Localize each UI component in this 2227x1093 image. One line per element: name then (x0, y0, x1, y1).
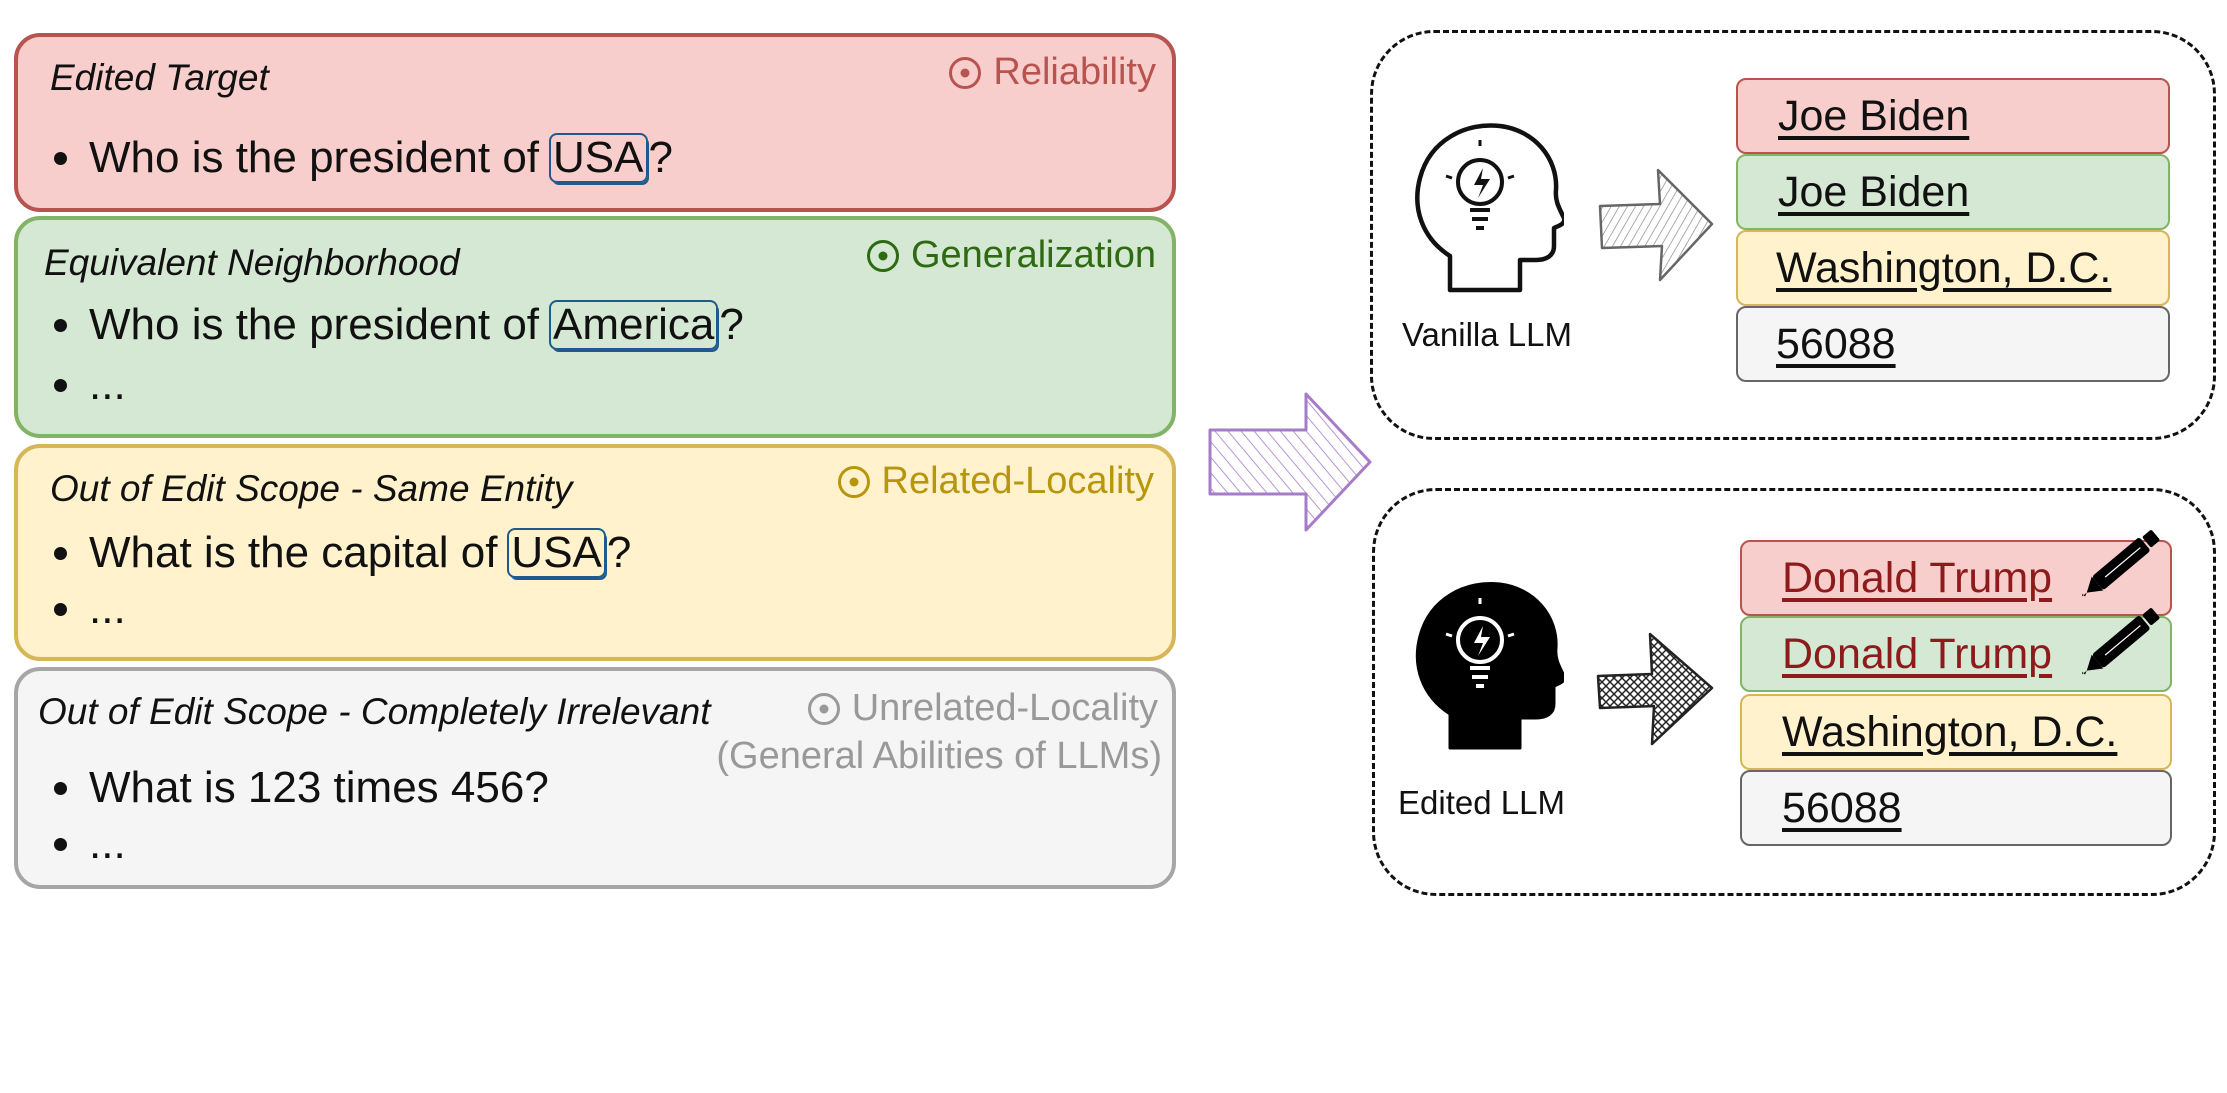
list-item: ... (54, 360, 126, 410)
bullet-icon (54, 546, 67, 560)
target-icon (866, 239, 899, 272)
panel-title: Out of Edit Scope - Completely Irrelevan… (38, 691, 711, 732)
bullet-icon (54, 378, 67, 392)
ellipsis-text: ... (89, 819, 126, 868)
head-lightbulb-filled-icon (1415, 581, 1564, 750)
panel-title: Equivalent Neighborhood (44, 242, 460, 283)
arrow-right-icon (1596, 632, 1714, 746)
edited-answer-unrelated-locality: 56088 (1740, 770, 2172, 846)
entity-highlight: America (549, 300, 719, 351)
answer-related-locality: Washington, D.C. (1736, 230, 2170, 306)
vanilla-llm-label: Vanilla LLM (1402, 316, 1572, 353)
question-item: What is the capital of USA ? (54, 528, 632, 579)
edited-llm-group (1372, 488, 2216, 896)
tag-label: Generalization (910, 234, 1156, 276)
list-item: ... (54, 819, 126, 869)
panel-title: Out of Edit Scope - Same Entity (50, 468, 573, 509)
entity-highlight: USA (549, 133, 648, 184)
list-item: ... (54, 584, 126, 634)
edited-answer-related-locality: Washington, D.C. (1740, 694, 2172, 770)
target-icon (807, 692, 840, 725)
ellipsis-text: ... (89, 360, 126, 409)
reliability-tag: Reliability (949, 51, 1156, 94)
ellipsis-text: ... (89, 584, 126, 633)
unrelated-locality-tag: Unrelated-Locality (807, 687, 1158, 730)
generalization-tag: Generalization (866, 234, 1156, 277)
edited-llm-label: Edited LLM (1398, 784, 1565, 821)
tag-label: Reliability (993, 51, 1156, 93)
reliability-panel: Edited Target Reliability Who is the pre… (14, 33, 1176, 212)
question-mark: ? (648, 133, 673, 183)
pen-icon (2082, 530, 2160, 597)
related-locality-panel: Out of Edit Scope - Same Entity Related-… (14, 444, 1176, 661)
question-mark: ? (606, 528, 632, 578)
panel-title: Edited Target (50, 57, 269, 98)
unrelated-locality-panel: Out of Edit Scope - Completely Irrelevan… (14, 667, 1176, 889)
tag-label: Related-Locality (881, 460, 1154, 502)
question-text: Who is the president of (89, 300, 540, 350)
generalization-panel: Equivalent Neighborhood Generalization W… (14, 216, 1176, 438)
target-icon (837, 465, 870, 498)
question-mark: ? (719, 300, 744, 350)
question-item: Who is the president of America ? (54, 300, 744, 351)
question-item: What is 123 times 456? (54, 763, 549, 813)
answer-reliability: Joe Biden (1736, 78, 2170, 154)
vanilla-llm-group (1370, 30, 2216, 440)
pen-icon (2082, 608, 2160, 675)
question-text: Who is the president of (89, 133, 540, 183)
question-text: What is the capital of (89, 528, 498, 578)
related-locality-tag: Related-Locality (837, 460, 1154, 503)
bullet-icon (54, 602, 67, 616)
head-lightbulb-outline-icon (1415, 123, 1564, 293)
bullet-icon (54, 318, 67, 332)
big-arrow-icon (1208, 392, 1372, 532)
arrow-right-icon (1598, 168, 1714, 282)
tag-label: Unrelated-Locality (851, 687, 1158, 729)
tag-subtitle: (General Abilities of LLMs) (716, 735, 1162, 777)
bullet-icon (54, 837, 67, 851)
question-item: Who is the president of USA ? (54, 133, 673, 184)
question-text: What is 123 times 456? (89, 763, 549, 812)
answer-unrelated-locality: 56088 (1736, 306, 2170, 382)
target-icon (949, 56, 982, 89)
bullet-icon (54, 781, 67, 795)
edited-answer-reliability: Donald Trump (1740, 540, 2172, 616)
answer-generalization: Joe Biden (1736, 154, 2170, 230)
bullet-icon (54, 151, 67, 165)
entity-highlight: USA (507, 528, 606, 579)
